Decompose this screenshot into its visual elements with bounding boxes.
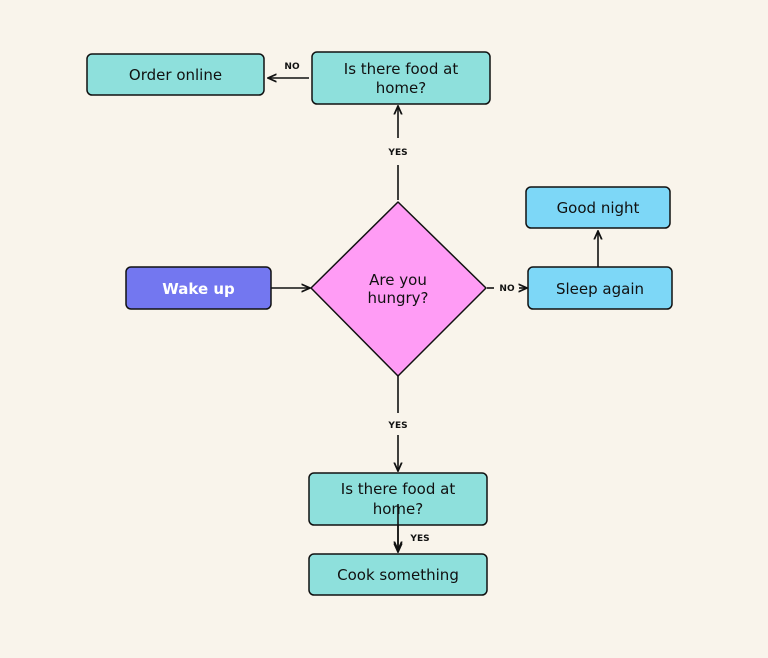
node-wake-up: Wake up — [125, 266, 272, 310]
node-are-you-hungry: Are you hungry? — [310, 201, 487, 377]
node-good-night: Good night — [525, 186, 671, 229]
node-order-online: Order online — [86, 53, 265, 96]
node-order-online-box — [86, 53, 265, 96]
node-sleep-again-box — [527, 266, 673, 310]
node-hungry-label-line1: Are you — [369, 271, 427, 289]
node-cook-something: Cook something — [308, 553, 488, 596]
edge-labels: YES NO NO YES YES — [284, 62, 515, 544]
node-food-top-line1: Is there food at — [344, 60, 459, 78]
node-cook-something-label: Cook something — [337, 566, 459, 584]
label-top-food-no: NO — [284, 62, 300, 72]
label-hungry-no-right: NO — [499, 284, 515, 294]
node-hungry-label-line2: hungry? — [367, 289, 428, 307]
node-good-night-label: Good night — [557, 199, 640, 217]
label-hungry-yes-down: YES — [387, 421, 407, 431]
node-sleep-again-label: Sleep again — [556, 280, 644, 298]
node-good-night-box — [525, 186, 671, 229]
node-food-top-box — [311, 51, 491, 105]
node-wake-up-box — [125, 266, 272, 310]
node-sleep-again: Sleep again — [527, 266, 673, 310]
node-food-at-home-top: Is there food at home? — [311, 51, 491, 105]
node-order-online-label: Order online — [129, 66, 222, 84]
node-food-top-line2: home? — [376, 79, 427, 97]
label-hungry-yes-up: YES — [387, 148, 407, 158]
decision-diamond — [310, 201, 487, 377]
node-cook-something-box — [308, 553, 488, 596]
label-bottom-food-yes: YES — [409, 534, 429, 544]
node-food-bottom-line1: Is there food at — [341, 480, 456, 498]
node-wake-up-label: Wake up — [162, 280, 235, 298]
